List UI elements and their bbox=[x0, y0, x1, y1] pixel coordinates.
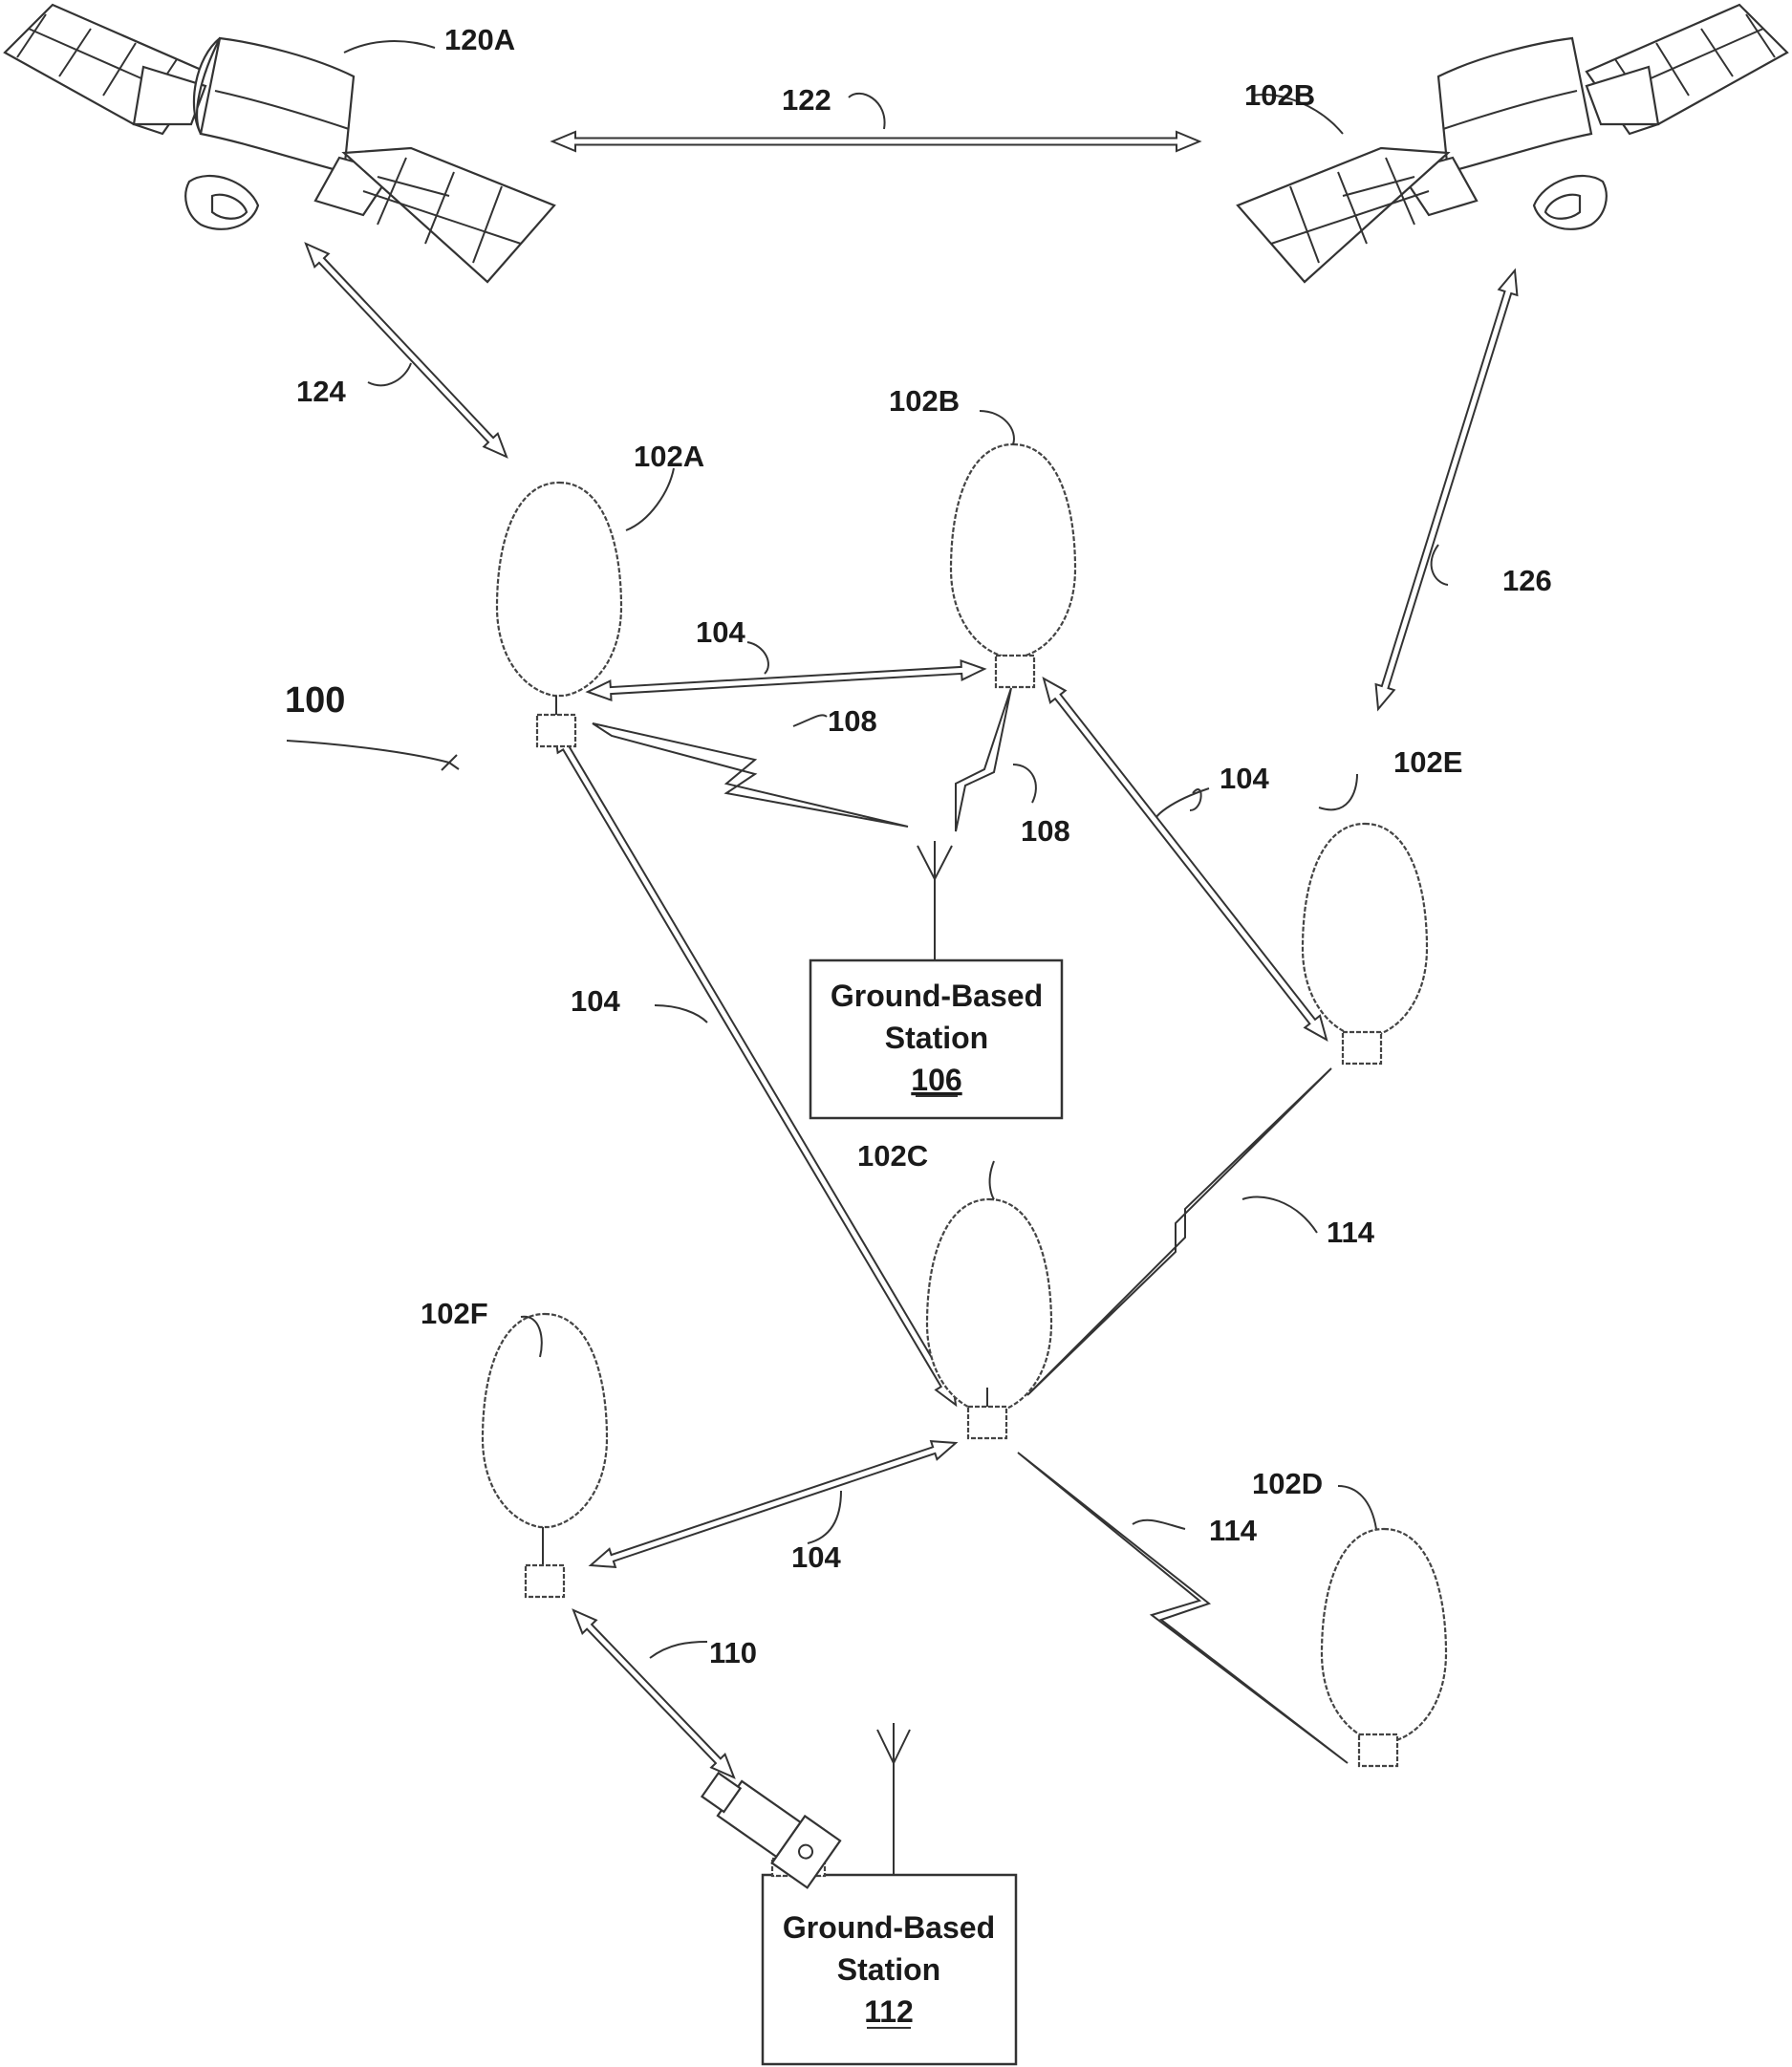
balloon-102b-payload bbox=[996, 656, 1034, 687]
balloon-102a bbox=[497, 483, 621, 746]
rf-link-108-a bbox=[593, 723, 908, 827]
label-108-a: 108 bbox=[828, 704, 877, 738]
balloon-102a-payload bbox=[537, 715, 575, 746]
balloon-102d bbox=[1322, 1529, 1446, 1766]
system-100-pointer bbox=[442, 755, 459, 770]
arrow-104-ab bbox=[588, 660, 984, 700]
station-112-number: 112 bbox=[864, 1994, 914, 2029]
satellite-102b bbox=[1238, 5, 1787, 282]
label-100: 100 bbox=[285, 680, 345, 721]
ground-station-106: Ground-Based Station 106 bbox=[810, 841, 1062, 1118]
label-102c: 102C bbox=[857, 1139, 928, 1173]
label-114-ec: 114 bbox=[1327, 1216, 1375, 1249]
arrow-104-be bbox=[1044, 678, 1327, 1040]
label-102b-satellite: 102B bbox=[1244, 78, 1315, 112]
label-124: 124 bbox=[296, 375, 346, 408]
label-102f: 102F bbox=[421, 1297, 488, 1330]
satellite-120a-body bbox=[201, 38, 354, 172]
balloon-102c-payload bbox=[968, 1407, 1006, 1438]
station-112-line2: Station bbox=[837, 1952, 940, 1987]
arrow-122 bbox=[552, 132, 1199, 151]
label-120a: 120A bbox=[444, 23, 515, 56]
label-104-ac: 104 bbox=[571, 984, 620, 1018]
label-102d: 102D bbox=[1252, 1467, 1323, 1500]
label-114-cd: 114 bbox=[1209, 1514, 1258, 1547]
rf-link-108-b bbox=[956, 688, 1011, 831]
station-106-line2: Station bbox=[885, 1021, 988, 1055]
balloon-102c bbox=[927, 1199, 1051, 1438]
antenna-106-icon bbox=[918, 841, 952, 960]
ground-station-112: Ground-Based Station 112 bbox=[694, 1723, 1016, 2064]
antenna-112-icon bbox=[877, 1723, 910, 1875]
satellite-102b-body bbox=[1438, 38, 1591, 172]
label-104-ab: 104 bbox=[696, 615, 745, 649]
label-104-fc: 104 bbox=[791, 1540, 841, 1574]
arrow-126 bbox=[1376, 270, 1518, 709]
satellite-102b-left-panel bbox=[1238, 148, 1448, 282]
rf-link-114-e-c bbox=[1027, 1068, 1331, 1395]
label-122: 122 bbox=[782, 83, 831, 117]
label-104-be: 104 bbox=[1220, 762, 1269, 795]
label-108-b: 108 bbox=[1021, 814, 1070, 848]
balloon-102e-payload bbox=[1343, 1032, 1381, 1064]
station-106-number: 106 bbox=[911, 1063, 961, 1097]
arrow-124 bbox=[306, 244, 507, 457]
arrow-104-fc bbox=[591, 1441, 956, 1567]
label-102b-balloon: 102B bbox=[889, 384, 960, 418]
label-110: 110 bbox=[709, 1636, 757, 1669]
leader-lines bbox=[287, 41, 1448, 1658]
balloon-102b bbox=[951, 444, 1075, 687]
balloon-102f bbox=[483, 1314, 607, 1597]
balloon-102d-payload bbox=[1359, 1734, 1397, 1766]
label-102e: 102E bbox=[1393, 745, 1462, 779]
satellite-120a-right-panel bbox=[344, 148, 554, 282]
label-102a: 102A bbox=[634, 440, 704, 473]
balloon-102f-payload bbox=[526, 1565, 564, 1597]
station-106-line1: Ground-Based bbox=[831, 979, 1043, 1013]
optical-terminal-icon bbox=[694, 1761, 840, 1887]
label-126: 126 bbox=[1502, 564, 1552, 597]
station-112-line1: Ground-Based bbox=[783, 1910, 995, 1945]
